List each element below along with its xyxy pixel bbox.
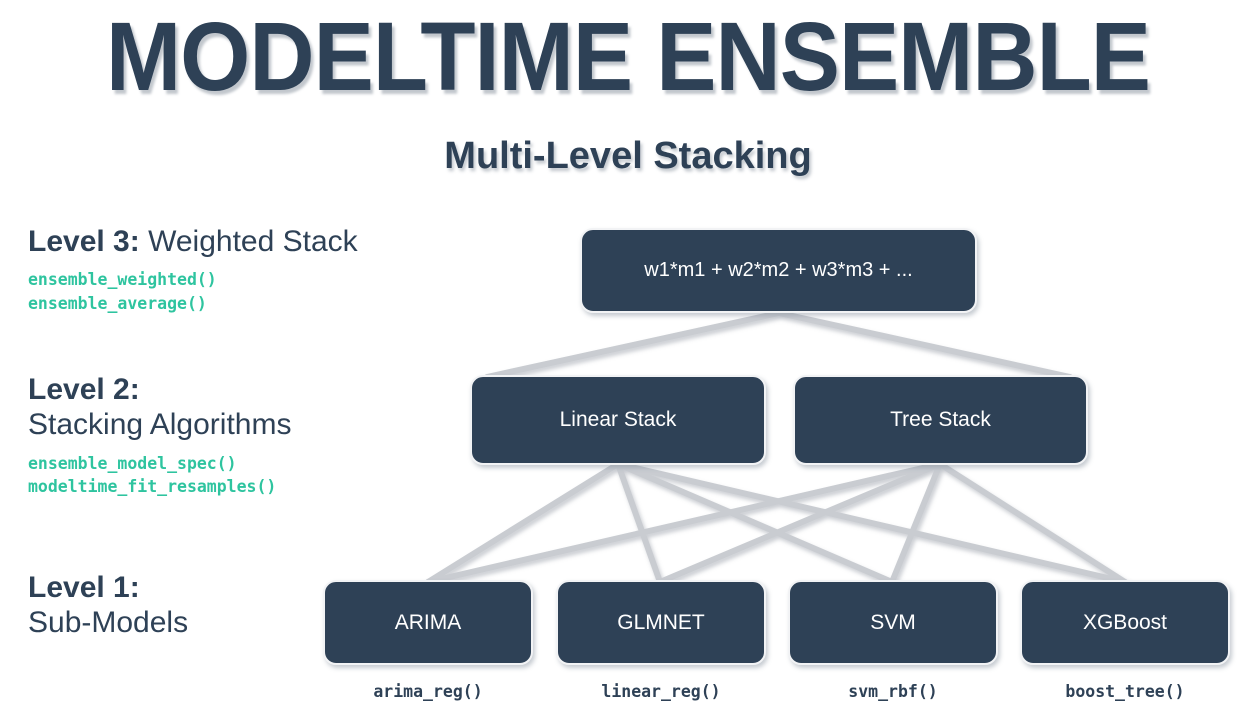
- connector-linear-to-arima: [425, 461, 621, 585]
- function-name: ensemble_model_spec(): [28, 453, 237, 473]
- connector-weighted-to-tree: [776, 310, 1073, 380]
- level-3-label: Level 3:: [28, 225, 140, 258]
- node-linear-stack[interactable]: Linear Stack: [470, 375, 766, 465]
- level-3-functions: ensemble_weighted() ensemble_average(): [28, 268, 448, 315]
- node-svm[interactable]: SVM: [788, 580, 998, 665]
- node-weighted-stack[interactable]: w1*m1 + w2*m2 + w3*m3 + ...: [580, 228, 977, 313]
- caption-xgboost-function: boost_tree(): [1065, 682, 1185, 701]
- function-name: ensemble_average(): [28, 293, 207, 313]
- connector-tree-to-arima: [425, 461, 943, 585]
- level-2-heading: Level 2: Stacking Algorithms: [28, 372, 448, 443]
- node-xgboost[interactable]: XGBoost: [1020, 580, 1230, 665]
- level-2-description: Stacking Algorithms: [28, 408, 292, 442]
- node-glmnet[interactable]: GLMNET: [556, 580, 766, 665]
- level-1-description: Sub-Models: [28, 606, 189, 640]
- connector-linear-to-xgboost: [615, 461, 1128, 585]
- node-arima[interactable]: ARIMA: [323, 580, 533, 665]
- level-1-label-block: Level 1: Sub-Models: [28, 570, 448, 641]
- caption-glmnet-function: linear_reg(): [601, 682, 721, 701]
- level-3-heading: Level 3: Weighted Stack: [28, 224, 448, 259]
- level-2-functions: ensemble_model_spec() modeltime_fit_resa…: [28, 452, 448, 499]
- connector-linear-to-svm: [615, 461, 895, 585]
- level-1-heading: Level 1: Sub-Models: [28, 570, 448, 641]
- page-subtitle: Multi-Level Stacking: [444, 135, 812, 177]
- connector-tree-to-svm: [889, 461, 943, 585]
- page-title: MODELTIME ENSEMBLE: [105, 2, 1151, 111]
- level-3-label-block: Level 3: Weighted Stack ensemble_weighte…: [28, 224, 448, 315]
- caption-arima-function: arima_reg(): [373, 682, 483, 701]
- connector-tree-to-xgboost: [937, 461, 1128, 585]
- node-tree-stack[interactable]: Tree Stack: [793, 375, 1088, 465]
- connector-tree-to-glmnet: [657, 461, 943, 585]
- level-3-description: Weighted Stack: [148, 225, 358, 258]
- level-2-label: Level 2:: [28, 373, 140, 406]
- function-name: ensemble_weighted(): [28, 270, 217, 290]
- connector-linear-to-glmnet: [615, 461, 663, 585]
- level-1-label: Level 1:: [28, 571, 140, 604]
- connector-weighted-to-linear: [484, 310, 782, 380]
- caption-svm-function: svm_rbf(): [848, 682, 938, 701]
- level-2-label-block: Level 2: Stacking Algorithms ensemble_mo…: [28, 372, 448, 499]
- function-name: modeltime_fit_resamples(): [28, 477, 277, 497]
